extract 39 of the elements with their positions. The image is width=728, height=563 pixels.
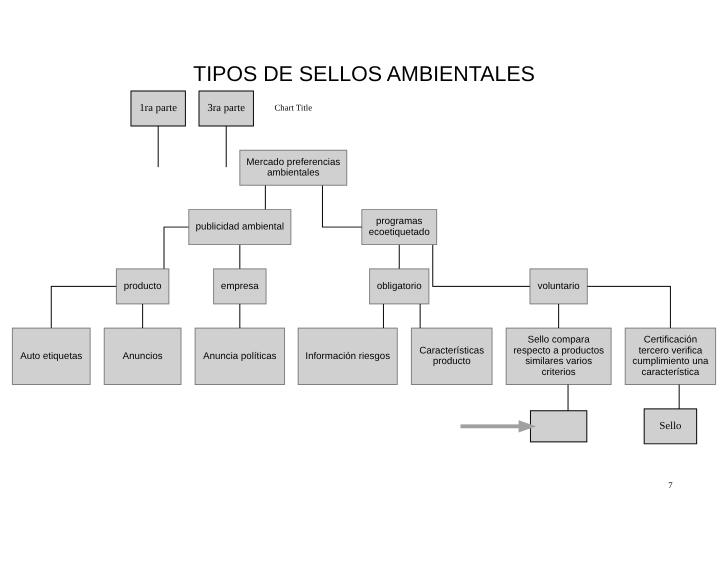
node-box: Características producto xyxy=(410,328,493,386)
connector xyxy=(158,126,159,168)
connector xyxy=(586,286,671,328)
connector xyxy=(432,244,530,287)
connector xyxy=(382,304,384,329)
node-box: Certificación tercero verifica cumplimiento una característica xyxy=(624,328,716,386)
label: 7 xyxy=(668,480,673,490)
connector xyxy=(558,304,560,329)
node-box: Anuncia políticas xyxy=(194,328,286,386)
connector xyxy=(678,384,680,410)
node-box: Información riesgos xyxy=(298,328,398,386)
node-box: Anuncios xyxy=(104,328,182,386)
node-box: Sello xyxy=(644,408,698,444)
arrow xyxy=(460,420,536,432)
node-box: 1ra parte xyxy=(130,90,186,126)
connector xyxy=(568,384,569,411)
connector xyxy=(164,226,189,270)
node-box: voluntario xyxy=(529,268,588,304)
node-box: producto xyxy=(116,268,170,304)
node-box: 3ra parte xyxy=(198,90,254,126)
node-box: Sello compara respecto a productos similares varios criterios xyxy=(506,328,612,386)
connector xyxy=(142,304,144,329)
connector xyxy=(239,244,240,270)
node-box: publicidad ambiental xyxy=(188,209,292,246)
diagram-title: TIPOS DE SELLOS AMBIENTALES xyxy=(193,62,535,86)
connector xyxy=(420,304,421,329)
node-box: Auto etiquetas xyxy=(12,328,91,386)
connector xyxy=(264,185,266,210)
connector xyxy=(398,244,400,270)
node-box: obligatorio xyxy=(369,268,430,304)
connector xyxy=(322,185,362,228)
node-box xyxy=(530,410,588,442)
connector xyxy=(226,126,227,168)
connector xyxy=(50,286,117,328)
connector xyxy=(239,304,240,329)
node-box: empresa xyxy=(213,268,267,304)
node-box: Mercado preferencias ambientales xyxy=(239,150,348,186)
node-box: programas ecoetiquetado xyxy=(361,209,438,246)
label: Chart Title xyxy=(274,102,312,113)
